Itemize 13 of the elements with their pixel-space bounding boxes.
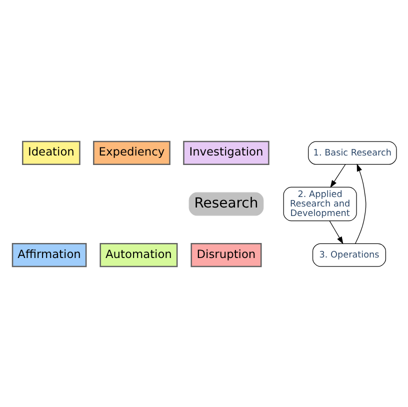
node-box: Disruption <box>190 242 262 267</box>
node-box: Affirmation <box>11 242 86 267</box>
node-box: Expediency <box>92 140 170 164</box>
node-box: 1. Basic Research <box>308 140 396 164</box>
node-box: 2. Applied Research and Development <box>282 186 356 221</box>
arrow <box>354 163 366 244</box>
arrow <box>330 164 346 188</box>
node-box: Research <box>188 192 264 216</box>
arrow <box>328 220 343 244</box>
node-box: Ideation <box>22 140 80 164</box>
node-box: Automation <box>99 242 178 267</box>
node-box: Investigation <box>182 140 269 164</box>
node-box: 3. Operations <box>312 242 386 266</box>
